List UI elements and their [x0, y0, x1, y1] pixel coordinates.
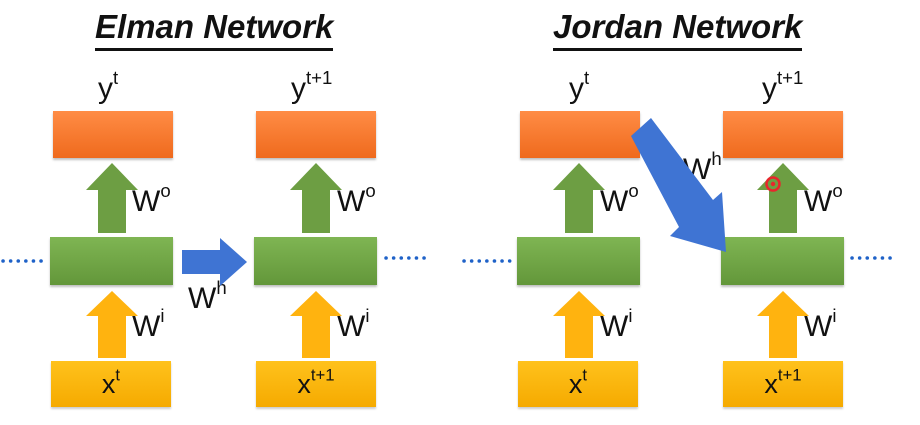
- cursor-marker-center: [770, 181, 776, 187]
- jordan-output-label-t: yt: [569, 67, 590, 105]
- elman-hidden-box-t1: [254, 237, 377, 285]
- elman-input-weight-arrow-t: [86, 291, 138, 358]
- elman-recurrent-arrow: [182, 238, 247, 286]
- elman-output-weight-arrow-t1: [290, 163, 342, 233]
- elman-output-weight-arrow-t: [86, 163, 138, 233]
- jordan-weight-input-label-t1: Wi: [804, 305, 837, 343]
- elman-output-box-t1: [256, 111, 376, 158]
- elman-output-label-t1: yt+1: [291, 67, 333, 105]
- jordan-input-weight-arrow-t: [553, 291, 605, 358]
- title-elman-network: Elman Network: [95, 8, 334, 51]
- jordan-input-box-t: xt: [518, 361, 638, 407]
- elman-output-label-t: yt: [98, 67, 119, 105]
- jordan-weight-output-label-t1: Wo: [804, 180, 843, 218]
- jordan-input-box-t1: xt+1: [723, 361, 843, 407]
- jordan-weight-output-label-t: Wo: [600, 180, 639, 218]
- elman-weight-output-label-t: Wo: [132, 180, 171, 218]
- elman-hidden-box-t: [50, 237, 173, 285]
- elman-input-box-t: xt: [51, 361, 171, 407]
- jordan-output-box-t: [520, 111, 640, 158]
- title-jordan-network: Jordan Network: [553, 8, 803, 51]
- elman-weight-input-label-t1: Wi: [337, 305, 370, 343]
- jordan-output-label-t1: yt+1: [762, 67, 804, 105]
- cursor-marker: [765, 176, 781, 192]
- elman-input-box-t1: xt+1: [256, 361, 376, 407]
- jordan-output-weight-arrow-t: [553, 163, 605, 233]
- jordan-recurrent-arrow: [631, 118, 726, 252]
- elman-weight-output-label-t1: Wo: [337, 180, 376, 218]
- jordan-hidden-box-t: [517, 237, 640, 285]
- elman-weight-hidden-label: Wh: [188, 277, 227, 315]
- jordan-output-box-t1: [723, 111, 843, 158]
- elman-output-box-t: [53, 111, 173, 158]
- jordan-input-weight-arrow-t1: [757, 291, 809, 358]
- jordan-hidden-box-t1: [721, 237, 844, 285]
- elman-input-weight-arrow-t1: [290, 291, 342, 358]
- jordan-output-weight-arrow-t1: [757, 163, 809, 233]
- jordan-weight-input-label-t: Wi: [600, 305, 633, 343]
